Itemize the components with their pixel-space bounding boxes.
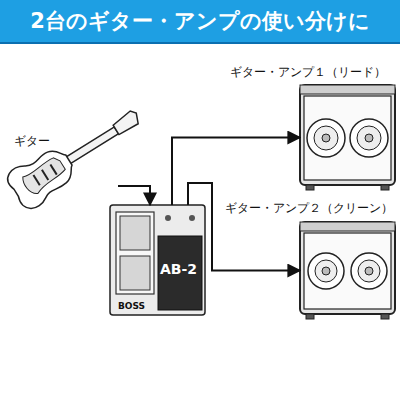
- amp-node: ギター・アンプ２（クリーン）: [300, 222, 395, 319]
- amp-drawing: [300, 85, 395, 190]
- amp-drawing: [300, 222, 395, 319]
- node-label: ギター・アンプ１（リード）: [230, 64, 386, 81]
- signal-cable: [172, 138, 300, 206]
- title: 2台のギター・アンプの使い分けに: [0, 0, 400, 42]
- node-label: ギター: [14, 133, 50, 150]
- signal-cable: [188, 183, 300, 271]
- node-label: AB-2: [160, 261, 197, 277]
- amp-node: ギター・アンプ１（リード）: [300, 85, 395, 190]
- guitar-drawing: [4, 98, 151, 213]
- guitar-node: ギター: [10, 125, 118, 198]
- node-label: BOSS: [118, 301, 145, 311]
- ab-selector-pedal: BOSS AB-2: [110, 205, 205, 315]
- signal-cable: [118, 186, 150, 205]
- node-label: ギター・アンプ２（クリーン）: [225, 200, 393, 217]
- pedal-drawing: [110, 205, 205, 315]
